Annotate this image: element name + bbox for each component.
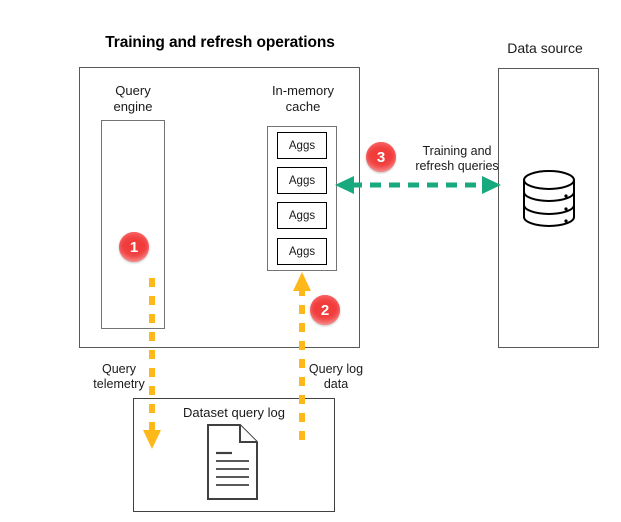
training-refresh-queries-label-line2: refresh queries	[415, 159, 499, 173]
query-log-data-label: Query log data	[304, 362, 368, 392]
in-memory-cache-box	[267, 126, 337, 271]
aggs-box: Aggs	[277, 238, 327, 265]
query-engine-box	[101, 120, 165, 329]
step-badge-3: 3	[366, 142, 396, 172]
in-memory-cache-label: In-memory cache	[264, 83, 342, 115]
query-log-data-label-line2: data	[323, 377, 349, 391]
query-engine-label-line2: engine	[113, 99, 153, 114]
query-engine-label-line1: Query	[115, 83, 151, 98]
query-telemetry-label-line1: Query	[101, 362, 137, 376]
training-refresh-queries-label: Training and refresh queries	[402, 144, 512, 174]
diagram-title: Training and refresh operations	[105, 34, 335, 51]
query-telemetry-label-line2: telemetry	[93, 377, 145, 391]
training-refresh-queries-label-line1: Training and	[422, 144, 492, 158]
data-source-title: Data source	[507, 40, 583, 56]
dataset-query-log-label: Dataset query log	[183, 405, 285, 420]
step-badge-1: 1	[119, 232, 149, 262]
training-operations-box	[79, 67, 360, 348]
query-log-data-label-line1: Query log	[308, 362, 364, 376]
data-source-box	[498, 68, 599, 348]
in-memory-cache-label-line1: In-memory	[271, 83, 335, 98]
query-engine-label: Query engine	[98, 83, 168, 115]
aggs-box: Aggs	[277, 132, 327, 159]
step-badge-2: 2	[310, 295, 340, 325]
in-memory-cache-label-line2: cache	[285, 99, 321, 114]
query-telemetry-label: Query telemetry	[88, 362, 150, 392]
aggs-box: Aggs	[277, 167, 327, 194]
dataset-query-log-box	[133, 398, 335, 512]
aggs-box: Aggs	[277, 202, 327, 229]
